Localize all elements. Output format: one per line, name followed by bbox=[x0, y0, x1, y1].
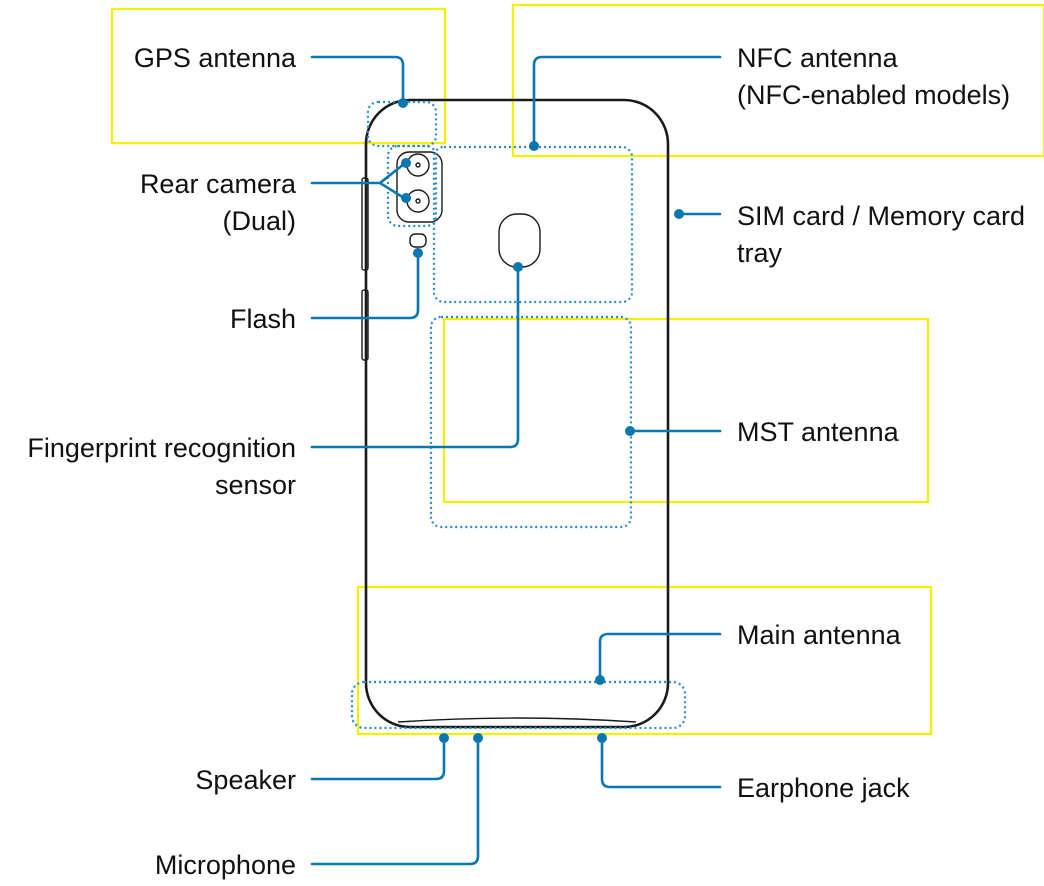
label-nfc-line2: (NFC-enabled models) bbox=[737, 80, 1010, 110]
dot-camera-upper bbox=[401, 158, 411, 168]
dot-mst bbox=[625, 426, 635, 436]
highlight-mst bbox=[442, 317, 930, 504]
camera-module bbox=[396, 151, 443, 223]
dot-gps bbox=[398, 98, 408, 108]
dot-nfc bbox=[529, 141, 539, 151]
label-sim-line2: tray bbox=[737, 238, 783, 268]
flash-window bbox=[409, 233, 427, 248]
labels: GPS antenna NFC antenna (NFC-enabled mod… bbox=[27, 43, 1025, 880]
label-nfc-line1: NFC antenna bbox=[737, 43, 899, 73]
leader-fingerprint bbox=[310, 266, 520, 449]
phone-outline bbox=[364, 98, 670, 729]
leader-microphone bbox=[310, 738, 480, 866]
dot-fingerprint bbox=[513, 262, 523, 272]
leader-speaker bbox=[310, 738, 446, 781]
label-fingerprint-line2: sensor bbox=[215, 470, 296, 500]
leader-main bbox=[598, 632, 722, 680]
leader-lines bbox=[310, 55, 722, 866]
highlight-boxes bbox=[110, 3, 1044, 736]
label-microphone: Microphone bbox=[155, 850, 296, 880]
camera-lens-lower bbox=[406, 189, 430, 213]
highlight-nfc bbox=[511, 3, 1044, 158]
dot-main bbox=[595, 675, 605, 685]
label-flash: Flash bbox=[230, 304, 296, 334]
dot-speaker bbox=[439, 733, 449, 743]
leader-rear-camera bbox=[310, 162, 406, 200]
leader-nfc bbox=[532, 55, 722, 146]
fingerprint-sensor bbox=[498, 213, 541, 268]
zone-gps bbox=[366, 100, 438, 148]
label-speaker: Speaker bbox=[195, 765, 296, 795]
label-rear-camera-line1: Rear camera bbox=[140, 169, 297, 199]
dot-microphone bbox=[473, 733, 483, 743]
leader-earphone bbox=[600, 738, 722, 789]
label-main: Main antenna bbox=[737, 620, 902, 650]
side-button-lower bbox=[361, 289, 369, 361]
dot-camera-lower bbox=[401, 193, 411, 203]
label-earphone: Earphone jack bbox=[737, 773, 910, 803]
camera-lens-lower-dot bbox=[415, 198, 421, 204]
zone-mst bbox=[429, 315, 633, 529]
label-rear-camera-line2: (Dual) bbox=[222, 206, 296, 236]
highlight-gps bbox=[110, 7, 447, 145]
dot-flash bbox=[413, 248, 423, 258]
phone-body bbox=[361, 98, 670, 729]
dot-earphone bbox=[597, 733, 607, 743]
leader-flash bbox=[310, 252, 420, 320]
bottom-edge-line bbox=[397, 717, 637, 723]
label-mst: MST antenna bbox=[737, 417, 900, 447]
zone-camera bbox=[386, 144, 438, 228]
leader-gps bbox=[310, 55, 405, 103]
antenna-zones bbox=[350, 100, 687, 730]
label-fingerprint-line1: Fingerprint recognition bbox=[27, 433, 296, 463]
label-gps: GPS antenna bbox=[134, 43, 297, 73]
camera-lens-upper-dot bbox=[415, 162, 421, 168]
side-button-upper bbox=[361, 177, 369, 271]
dot-sim bbox=[674, 209, 684, 219]
highlight-main bbox=[356, 585, 933, 736]
zone-nfc bbox=[432, 145, 634, 304]
label-sim-line1: SIM card / Memory card bbox=[737, 201, 1025, 231]
